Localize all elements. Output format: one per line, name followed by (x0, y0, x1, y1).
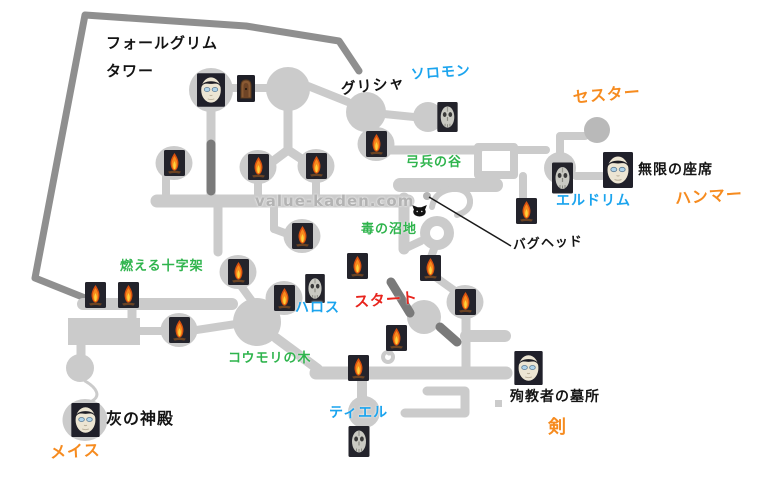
map-label-martyr-tomb: 殉教者の墓所 (510, 389, 600, 405)
bonfire-icon (291, 223, 313, 249)
vampire-mask-icon (513, 351, 544, 385)
vampire-mask-icon (603, 152, 633, 188)
bonfire-icon (365, 131, 387, 157)
map-label-archer-valley: 弓兵の谷 (406, 155, 463, 170)
bonfire-icon (168, 317, 190, 343)
door-icon (237, 74, 255, 102)
map-label-burning-cross: 燃える十字架 (120, 259, 204, 274)
map-label-bughead: バグヘッド (512, 234, 584, 253)
bonfire-icon (515, 198, 537, 224)
map-label-fallgrim-tower-line2: タワー (106, 62, 155, 80)
map-label-sword: 剣 (548, 417, 567, 438)
map-label-start: スタート (353, 288, 419, 311)
map-label-hammer: ハンマー (674, 184, 744, 208)
bonfire-icon (273, 285, 295, 311)
bonfire-icon (84, 282, 106, 308)
skull-mask-icon (305, 273, 325, 303)
bughead-cat-icon (411, 205, 428, 217)
map-label-poison-swamp: 毒の沼地 (361, 222, 418, 237)
bonfire-icon (346, 253, 368, 279)
pen-marks (206, 139, 462, 347)
map-border (31, 11, 363, 302)
map-label-eldrim: エルドリム (556, 193, 631, 209)
map-label-halos: ハロス (295, 300, 340, 316)
vampire-mask-icon (70, 403, 100, 437)
bonfire-icon (247, 154, 269, 180)
bonfire-icon (454, 289, 476, 315)
bonfire-icon (227, 259, 249, 285)
skull-mask-icon (551, 162, 573, 194)
pointer-line (428, 196, 512, 247)
map-label-ash-temple: 灰の神殿 (106, 409, 175, 428)
bonfire-icon (305, 153, 327, 179)
skull-mask-icon (436, 102, 458, 132)
map-label-fallgrim-tower-line1: フォールグリム (106, 34, 219, 52)
map-label-solomon: ソロモン (410, 62, 472, 83)
bonfire-icon (347, 355, 369, 381)
sester-junction (584, 117, 610, 143)
vampire-mask-icon (197, 72, 225, 108)
map-label-tiel: ティエル (329, 405, 389, 421)
map-label-infinite-seat: 無限の座席 (638, 162, 713, 178)
bonfire-icon (163, 150, 185, 176)
skull-mask-icon (348, 425, 370, 457)
map-label-bat-tree: コウモリの木 (228, 351, 312, 366)
map-label-mace: メイス (49, 440, 101, 462)
bonfire-icon (385, 325, 407, 351)
bonfire-icon (419, 255, 441, 281)
map-label-watermark: value-kaden.com (255, 192, 415, 210)
bonfire-icon (117, 282, 139, 308)
